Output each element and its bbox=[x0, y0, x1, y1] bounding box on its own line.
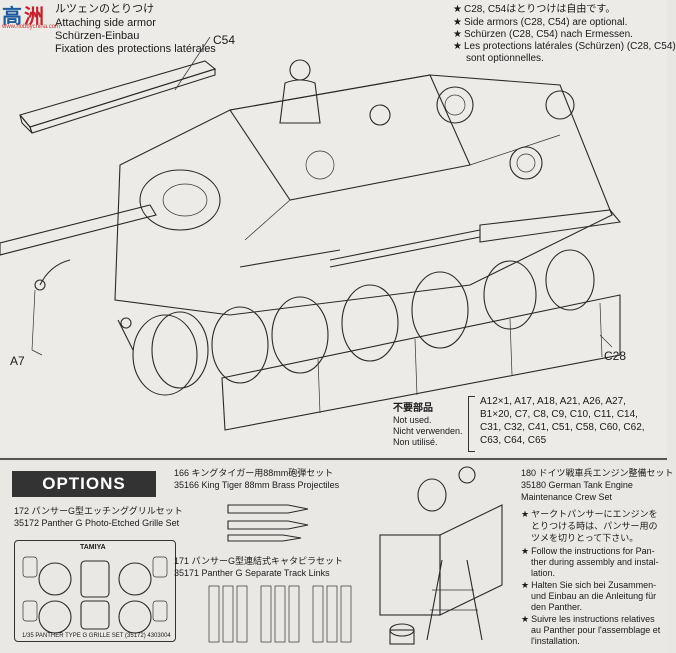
part-label-a7: A7 bbox=[10, 354, 25, 368]
assembly-step-panel bbox=[0, 0, 667, 456]
grille-fret-label: 1/35 PANTHER TYPE G GRILLE SET (35172) 4… bbox=[22, 633, 171, 639]
optional-note-de: Schürzen (C28, C54) nach Ermessen. bbox=[453, 29, 633, 41]
not-used-list-1: A12×1, A17, A18, A21, A26, A27, bbox=[480, 396, 626, 407]
step-title-en: Attaching side armor bbox=[55, 17, 156, 29]
not-used-de: Nicht verwenden. bbox=[393, 426, 463, 436]
side-skirt-c54 bbox=[19, 36, 217, 134]
step-title-fr: Fixation des protections latérales bbox=[55, 43, 216, 55]
step-title-jp: ルツェンのとりつけ bbox=[55, 3, 155, 15]
engine-tip-de-1: Halten Sie sich bei Zusammen- bbox=[521, 580, 656, 590]
option-166-jp: 166 キングタイガー用88mm砲弾セット bbox=[174, 468, 334, 478]
grille-fret bbox=[14, 540, 176, 642]
engine-tip-fr-2: au Panther pour l'assemblage et bbox=[531, 625, 661, 635]
not-used-list-3: C31, C32, C41, C51, C58, C60, C62, bbox=[480, 422, 645, 433]
track-links-drawing bbox=[208, 585, 352, 643]
hull bbox=[0, 59, 622, 316]
step-title-de: Schürzen-Einbau bbox=[55, 30, 140, 42]
option-172-en: 35172 Panther G Photo-Etched Grille Set bbox=[14, 518, 180, 528]
not-used-bracket bbox=[468, 396, 475, 452]
option-180-jp: 180 ドイツ戦車兵エンジン整備セット bbox=[521, 468, 674, 478]
grille-fret-brand: TAMIYA bbox=[80, 544, 106, 551]
engine-tip-en-3: lation. bbox=[531, 568, 556, 578]
brass-projectiles-drawing bbox=[227, 504, 309, 542]
option-180-en: 35180 German Tank Engine bbox=[521, 480, 633, 490]
not-used-list-2: B1×20, C7, C8, C9, C10, C11, C14, bbox=[480, 409, 638, 420]
not-used-list-4: C63, C64, C65 bbox=[480, 435, 547, 446]
optional-note-fr: Les protections latérales (Schürzen) (C2… bbox=[453, 41, 676, 53]
optional-note-en: Side armors (C28, C54) are optional. bbox=[453, 17, 627, 29]
part-label-c54: C54 bbox=[213, 33, 236, 47]
option-180-en-cont: Maintenance Crew Set bbox=[521, 492, 613, 502]
not-used-title-jp: 不要部品 bbox=[393, 403, 433, 414]
engine-tip-jp-3: ツメを切りとって下さい。 bbox=[531, 533, 639, 543]
road-wheels bbox=[132, 249, 595, 396]
watermark-logo: 高 洲 www.hobbychina.com bbox=[2, 6, 61, 30]
tank-destroyer-drawing bbox=[0, 36, 622, 431]
option-166-en: 35166 King Tiger 88mm Brass Projectiles bbox=[174, 480, 340, 490]
optional-note-fr-cont: sont optionnelles. bbox=[466, 53, 544, 64]
option-171-en: 35171 Panther G Separate Track Links bbox=[174, 568, 330, 578]
option-171-jp: 171 パンサーG型連結式キャタピラセット bbox=[174, 556, 343, 566]
engine-tip-fr-3: l'installation. bbox=[531, 636, 580, 646]
engine-tip-en-2: ther during assembly and instal- bbox=[531, 557, 659, 567]
engine-tip-en-1: Follow the instructions for Pan- bbox=[521, 546, 655, 556]
not-used-en: Not used. bbox=[393, 415, 432, 425]
grille-fret-drawing bbox=[22, 556, 168, 634]
optional-note-jp: C28, C54はとりつけは自由です。 bbox=[453, 4, 615, 16]
engine-tip-jp-2: とりつける時は、パンサー用の bbox=[531, 521, 658, 531]
tow-cable-a7 bbox=[31, 259, 134, 356]
side-skirt-c28 bbox=[221, 294, 621, 431]
option-172-jp: 172 パンサーG型エッチンググリルセット bbox=[14, 506, 183, 516]
engine-tip-fr-1: Suivre les instructions relatives bbox=[521, 614, 655, 624]
engine-tip-de-3: den Panther. bbox=[531, 602, 583, 612]
engine-tip-de-2: und Einbau an die Anleitung für bbox=[531, 591, 657, 601]
not-used-fr: Non utilisé. bbox=[393, 437, 438, 447]
options-title: OPTIONS bbox=[12, 471, 156, 497]
engine-tip-jp-1: ヤークトパンサーにエンジンを bbox=[521, 509, 657, 519]
engine-crew-drawing bbox=[379, 466, 503, 645]
